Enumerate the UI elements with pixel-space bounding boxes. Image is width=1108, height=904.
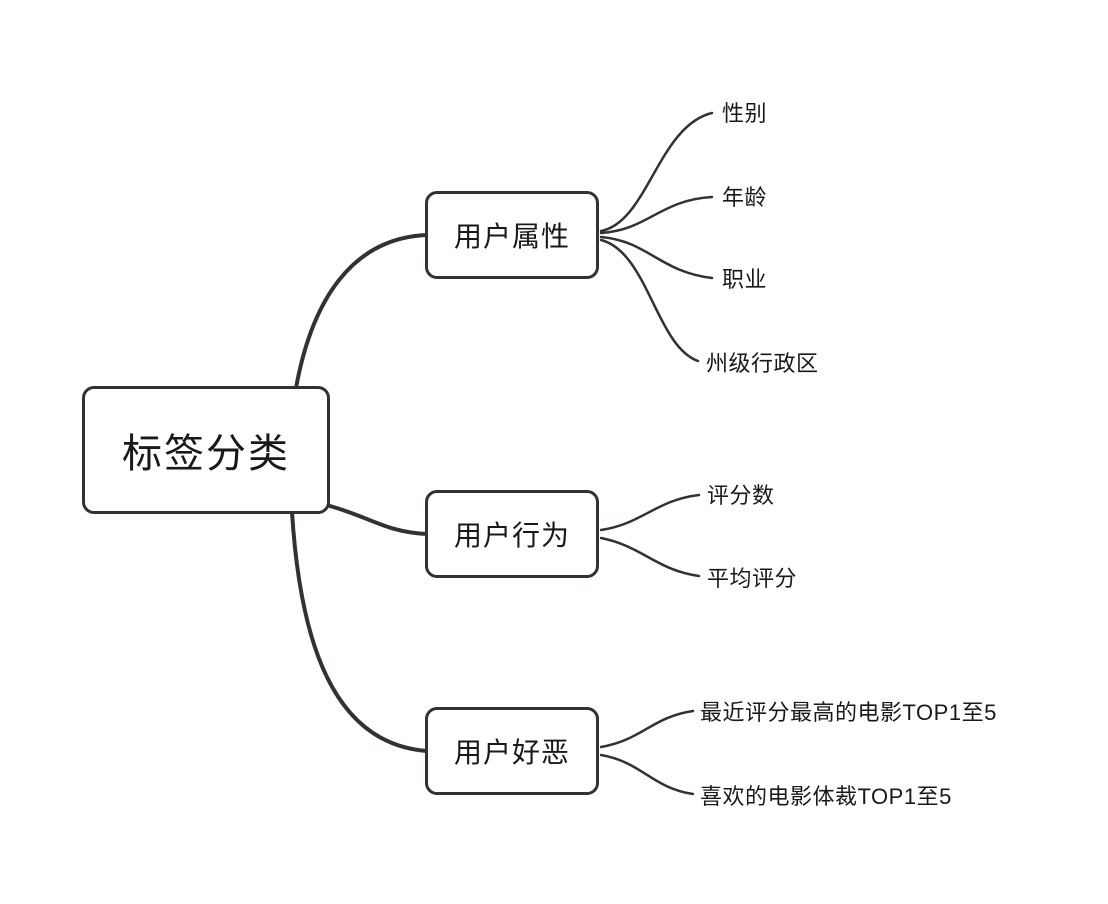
leaf-node-recent-top-movies[interactable]: 最近评分最高的电影TOP1至5	[700, 700, 997, 725]
connector-branch-2-leaf-1	[599, 753, 695, 796]
branch-node-label: 用户属性	[453, 221, 570, 252]
root-node-label: 标签分类	[122, 432, 290, 476]
connector-branch-0-leaf-1	[599, 195, 714, 235]
connector-root-branch-2	[290, 510, 429, 753]
connector-branch-0-leaf-2	[599, 235, 714, 280]
leaf-node-age[interactable]: 年龄	[722, 185, 768, 210]
connector-branch-1-leaf-1	[599, 536, 701, 578]
branch-node-user-behavior[interactable]: 用户行为	[425, 490, 599, 578]
leaf-node-occupation[interactable]: 职业	[722, 267, 768, 292]
connector-branch-0-leaf-3	[599, 238, 700, 363]
branch-node-user-attributes[interactable]: 用户属性	[425, 191, 599, 279]
root-node-tag-classification[interactable]: 标签分类	[82, 386, 330, 514]
branch-node-user-preferences[interactable]: 用户好恶	[425, 707, 599, 795]
branch-node-label: 用户好恶	[453, 737, 570, 768]
connector-root-branch-1	[328, 504, 429, 536]
branch-node-label: 用户行为	[453, 520, 570, 551]
leaf-node-state-region[interactable]: 州级行政区	[706, 351, 819, 376]
connector-branch-1-leaf-0	[599, 493, 701, 532]
connector-root-branch-0	[294, 233, 429, 390]
connector-branch-0-leaf-0	[599, 111, 714, 233]
leaf-node-rating-count[interactable]: 评分数	[707, 483, 775, 508]
leaf-node-average-rating[interactable]: 平均评分	[707, 566, 798, 591]
leaf-node-favorite-genres[interactable]: 喜欢的电影体裁TOP1至5	[700, 784, 952, 809]
connector-branch-2-leaf-0	[599, 709, 695, 749]
leaf-node-gender[interactable]: 性别	[722, 101, 768, 126]
